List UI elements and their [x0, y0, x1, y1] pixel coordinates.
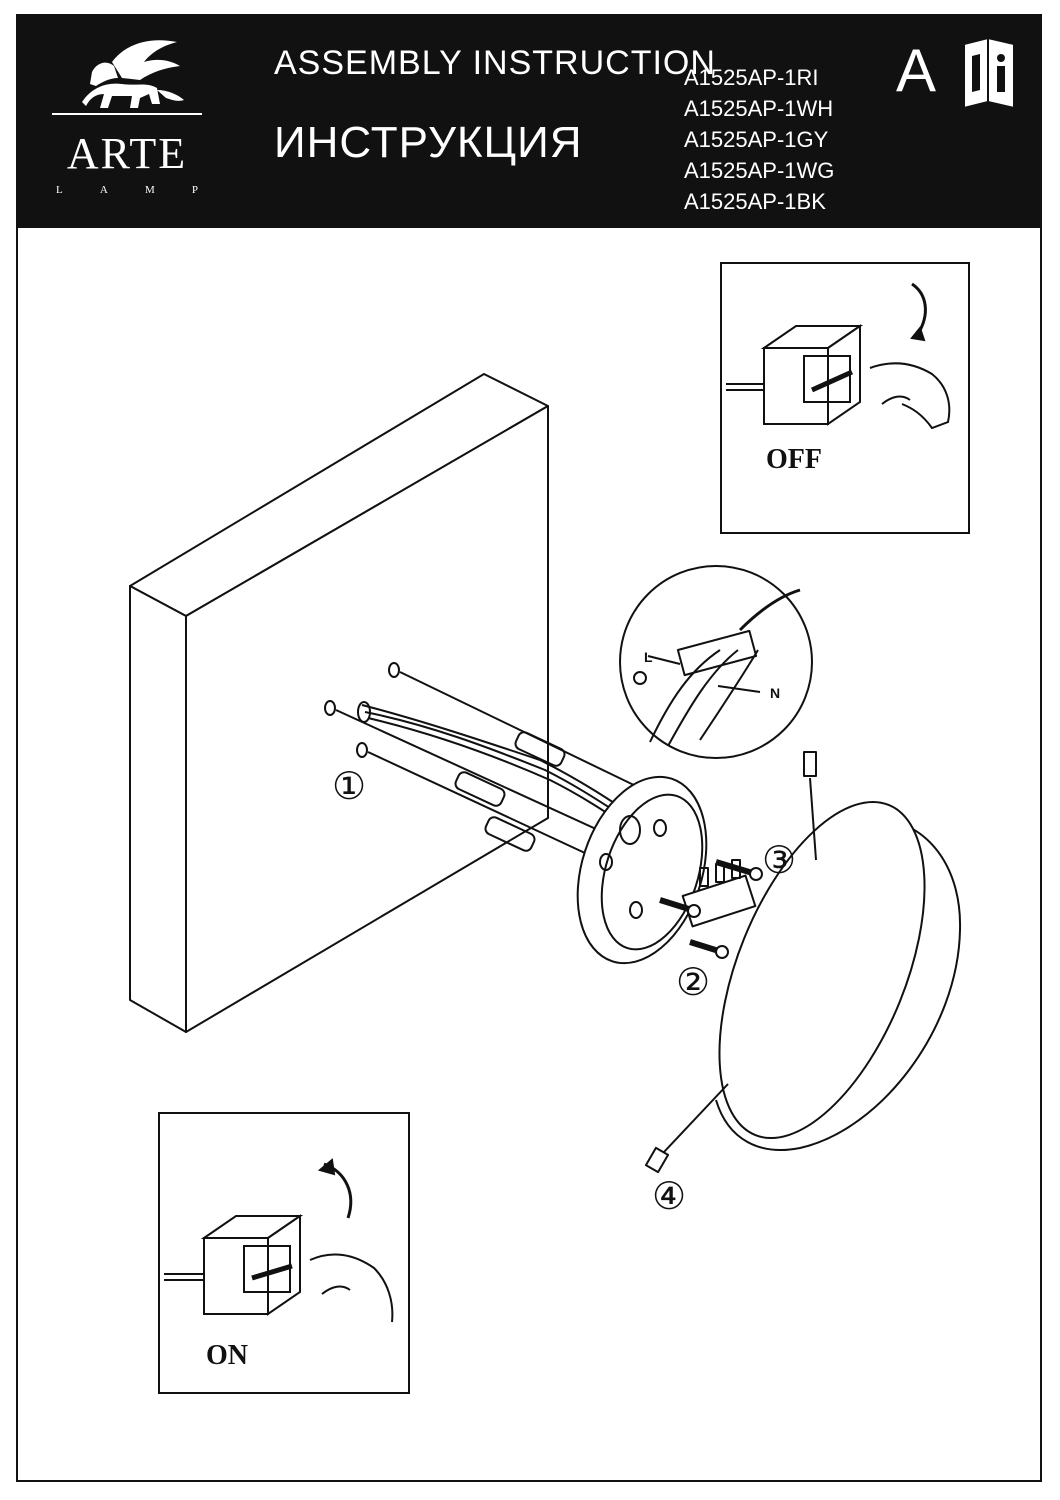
switch-on-icon — [164, 1158, 394, 1323]
brand-subtitle: L A M P — [52, 184, 202, 196]
model-item: A1525AP-1WH — [684, 96, 834, 121]
set-screws — [644, 751, 817, 1174]
step-1-callout: ① — [332, 766, 367, 808]
header-bar: ARTE L A M P ASSEMBLY INSTRUCTION ИНСТРУ… — [16, 14, 1042, 228]
section-letter: A — [896, 37, 937, 104]
arte-lamp-logo: ARTE L A M P — [52, 32, 232, 202]
power-on-inset: ON — [158, 1112, 410, 1394]
power-off-inset: OFF — [720, 262, 970, 534]
brand-sub-letter: L — [56, 184, 63, 196]
model-item: A1525AP-1WG — [684, 158, 835, 183]
off-label: OFF — [766, 444, 822, 475]
brand-sub-letter: A — [99, 184, 108, 196]
switch-off-icon — [726, 282, 951, 430]
wall-plugs — [324, 662, 641, 861]
brand-sub-letter: P — [191, 184, 198, 196]
wiring-detail — [619, 565, 813, 759]
fixing-screws — [659, 859, 763, 959]
title-russian: ИНСТРУКЦИЯ — [274, 118, 583, 167]
mounting-plate — [576, 775, 708, 965]
step-2-callout: ② — [676, 962, 711, 1004]
griffin-logo-icon — [52, 40, 202, 115]
model-item: A1525AP-1RI — [684, 65, 819, 90]
live-label: L — [644, 649, 653, 665]
lamp-shade — [715, 800, 962, 1151]
model-item: A1525AP-1BK — [684, 189, 826, 214]
brand-sub-letter: M — [144, 184, 155, 196]
title-english: ASSEMBLY INSTRUCTION — [274, 44, 716, 82]
on-label: ON — [206, 1340, 248, 1371]
step-3-callout: ③ — [762, 840, 797, 882]
step-4-callout: ④ — [652, 1176, 687, 1218]
brand-name: ARTE — [66, 129, 188, 178]
model-list: A1525AP-1RI A1525AP-1WH A1525AP-1GY A152… — [684, 62, 834, 217]
model-item: A1525AP-1GY — [684, 127, 829, 152]
neutral-label: N — [770, 685, 780, 701]
wall-block — [129, 373, 549, 1033]
instruction-book-icon — [963, 36, 1015, 110]
